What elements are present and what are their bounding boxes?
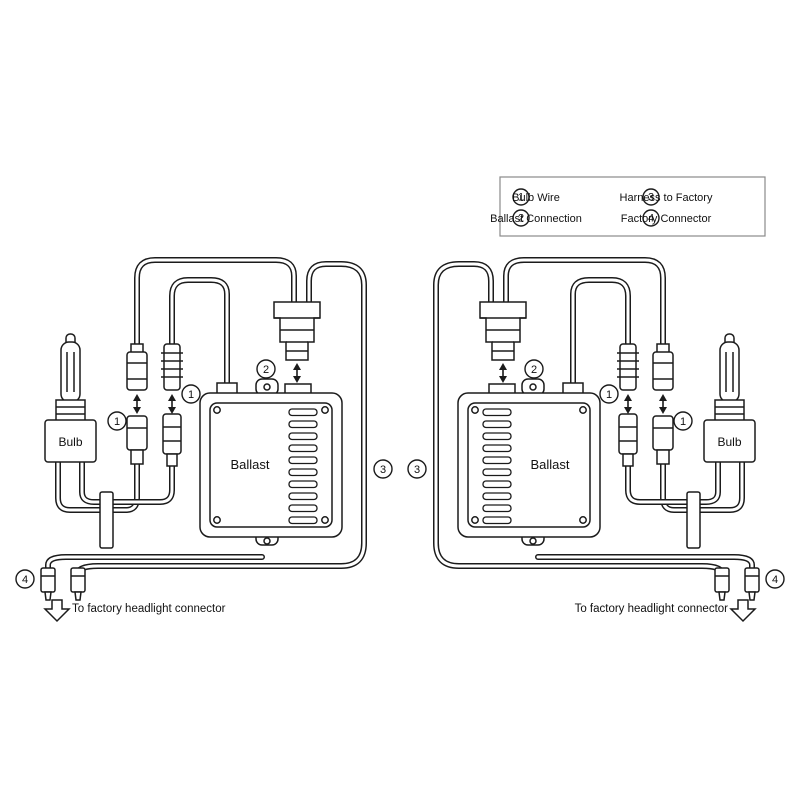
callout-1-left-b-num: 1 bbox=[188, 389, 194, 401]
callout-2-left: 2 bbox=[256, 359, 276, 379]
legend-num-3: 3 bbox=[648, 192, 654, 204]
callout-1-left-a: 1 bbox=[107, 411, 127, 431]
legend-border bbox=[499, 176, 766, 237]
legend: 1 Bulb Wire 2 Ballast Connection 3 Harne… bbox=[490, 176, 766, 237]
diagram-left bbox=[41, 260, 364, 621]
legend-item-2: 2 Ballast Connection bbox=[490, 209, 582, 227]
callout-3-right: 3 bbox=[407, 459, 427, 479]
bulb-label-right: Bulb bbox=[717, 435, 741, 449]
callout-1-left-a-num: 1 bbox=[114, 416, 120, 428]
callout-1-right-b-num: 1 bbox=[606, 389, 612, 401]
legend-item-1: 1 Bulb Wire bbox=[512, 188, 560, 206]
callout-1-right-a-num: 1 bbox=[680, 416, 686, 428]
legend-num-2: 2 bbox=[518, 213, 524, 225]
legend-num-1: 1 bbox=[518, 192, 524, 204]
diagram-right bbox=[436, 260, 759, 621]
ballast-label-right: Ballast bbox=[530, 457, 569, 472]
legend-label-3: Harness to Factory bbox=[620, 192, 713, 204]
callout-2-right-num: 2 bbox=[531, 364, 537, 376]
factory-note-left: To factory headlight connector bbox=[72, 603, 226, 615]
callout-3-left: 3 bbox=[373, 459, 393, 479]
legend-label-1: Bulb Wire bbox=[512, 192, 560, 204]
callout-3-left-num: 3 bbox=[380, 464, 386, 476]
labels-right: Bulb Ballast To factory headlight connec… bbox=[407, 359, 785, 615]
legend-item-4: 4 Factory Connector bbox=[621, 209, 712, 227]
callout-1-left-b: 1 bbox=[181, 384, 201, 404]
ballast-label-left: Ballast bbox=[230, 457, 269, 472]
callout-4-left-num: 4 bbox=[22, 574, 28, 586]
legend-label-2: Ballast Connection bbox=[490, 213, 582, 225]
legend-label-4: Factory Connector bbox=[621, 213, 712, 225]
callout-4-right: 4 bbox=[765, 569, 785, 589]
callout-2-right: 2 bbox=[524, 359, 544, 379]
bulb-label-left: Bulb bbox=[58, 435, 82, 449]
factory-note-right: To factory headlight connector bbox=[575, 603, 729, 615]
callout-2-left-num: 2 bbox=[263, 364, 269, 376]
callout-3-right-num: 3 bbox=[414, 464, 420, 476]
callout-4-right-num: 4 bbox=[772, 574, 778, 586]
callout-1-right-b: 1 bbox=[599, 384, 619, 404]
legend-item-3: 3 Harness to Factory bbox=[620, 188, 713, 206]
callout-4-left: 4 bbox=[15, 569, 35, 589]
labels-left: Bulb Ballast To factory headlight connec… bbox=[15, 359, 393, 615]
legend-num-4: 4 bbox=[648, 213, 654, 225]
callout-1-right-a: 1 bbox=[673, 411, 693, 431]
